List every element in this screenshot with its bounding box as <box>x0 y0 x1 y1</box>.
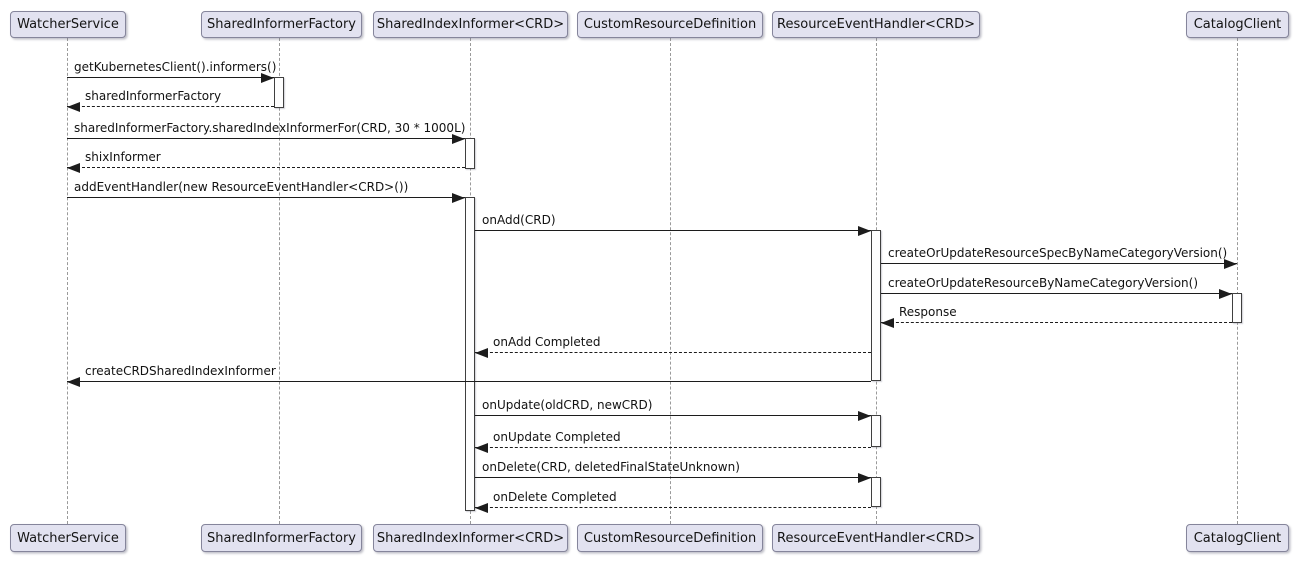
participant-bottom-shared-informer-factory: SharedInformerFactory <box>201 524 362 552</box>
message-arrowhead-14 <box>475 503 488 513</box>
participant-top-shared-informer-factory: SharedInformerFactory <box>201 11 362 38</box>
message-label-10: createCRDSharedIndexInformer <box>85 364 276 378</box>
message-line-14 <box>475 507 871 508</box>
message-label-11: onUpdate(oldCRD, newCRD) <box>482 398 653 412</box>
message-arrowhead-3 <box>67 163 80 173</box>
message-label-6: createOrUpdateResourceSpecByNameCategory… <box>888 246 1228 260</box>
message-line-9 <box>475 352 871 353</box>
message-arrowhead-5 <box>858 226 871 236</box>
message-arrowhead-6 <box>1224 259 1237 269</box>
message-arrowhead-10 <box>67 377 80 387</box>
message-label-5: onAdd(CRD) <box>482 213 556 227</box>
message-line-2 <box>67 138 465 139</box>
message-arrowhead-1 <box>67 102 80 112</box>
lifeline-custom-resource-definition <box>670 38 671 524</box>
message-label-2: sharedInformerFactory.sharedIndexInforme… <box>74 121 466 135</box>
message-line-6 <box>881 263 1237 264</box>
message-label-8: Response <box>899 305 957 319</box>
message-line-7 <box>881 293 1232 294</box>
activation-shared-index-informer-2 <box>465 197 475 511</box>
activation-shared-informer-factory-0 <box>274 77 284 108</box>
message-arrowhead-2 <box>452 134 465 144</box>
lifeline-catalog-client <box>1237 38 1238 524</box>
participant-bottom-resource-event-handler: ResourceEventHandler<CRD> <box>772 524 980 552</box>
participant-top-shared-index-informer: SharedIndexInformer<CRD> <box>373 11 568 38</box>
message-arrowhead-7 <box>1219 289 1232 299</box>
message-label-13: onDelete(CRD, deletedFinalStateUnknown) <box>482 460 740 474</box>
lifeline-watcher-service <box>67 38 68 524</box>
participant-top-catalog-client: CatalogClient <box>1186 11 1289 38</box>
message-label-14: onDelete Completed <box>493 490 617 504</box>
message-arrowhead-0 <box>261 73 274 83</box>
message-arrowhead-13 <box>858 473 871 483</box>
message-label-1: sharedInformerFactory <box>85 89 222 103</box>
message-arrowhead-9 <box>475 348 488 358</box>
participant-top-custom-resource-definition: CustomResourceDefinition <box>577 11 763 38</box>
participant-bottom-custom-resource-definition: CustomResourceDefinition <box>577 524 763 552</box>
participant-top-watcher-service: WatcherService <box>10 11 126 38</box>
message-arrowhead-4 <box>452 193 465 203</box>
participant-bottom-catalog-client: CatalogClient <box>1186 524 1289 552</box>
message-line-8 <box>881 322 1232 323</box>
message-line-13 <box>475 477 871 478</box>
message-line-1 <box>67 106 274 107</box>
message-line-4 <box>67 197 465 198</box>
message-label-0: getKubernetesClient().informers() <box>74 60 277 74</box>
activation-resource-event-handler-5 <box>871 415 881 447</box>
message-label-12: onUpdate Completed <box>493 430 621 444</box>
message-label-4: addEventHandler(new ResourceEventHandler… <box>74 180 409 194</box>
activation-shared-index-informer-1 <box>465 138 475 169</box>
message-line-12 <box>475 447 871 448</box>
message-label-3: shixInformer <box>85 150 161 164</box>
message-label-7: createOrUpdateResourceByNameCategoryVers… <box>888 276 1199 290</box>
message-line-0 <box>67 77 274 78</box>
message-arrowhead-11 <box>858 411 871 421</box>
message-arrowhead-12 <box>475 443 488 453</box>
message-label-9: onAdd Completed <box>493 335 601 349</box>
activation-catalog-client-4 <box>1232 293 1242 323</box>
message-arrowhead-8 <box>881 318 894 328</box>
message-line-3 <box>67 167 465 168</box>
message-line-11 <box>475 415 871 416</box>
activation-resource-event-handler-6 <box>871 477 881 507</box>
participant-bottom-watcher-service: WatcherService <box>10 524 126 552</box>
participant-bottom-shared-index-informer: SharedIndexInformer<CRD> <box>373 524 568 552</box>
lifeline-shared-informer-factory <box>279 38 280 524</box>
message-line-5 <box>475 230 871 231</box>
activation-resource-event-handler-3 <box>871 230 881 381</box>
message-line-10 <box>67 381 871 382</box>
participant-top-resource-event-handler: ResourceEventHandler<CRD> <box>772 11 980 38</box>
